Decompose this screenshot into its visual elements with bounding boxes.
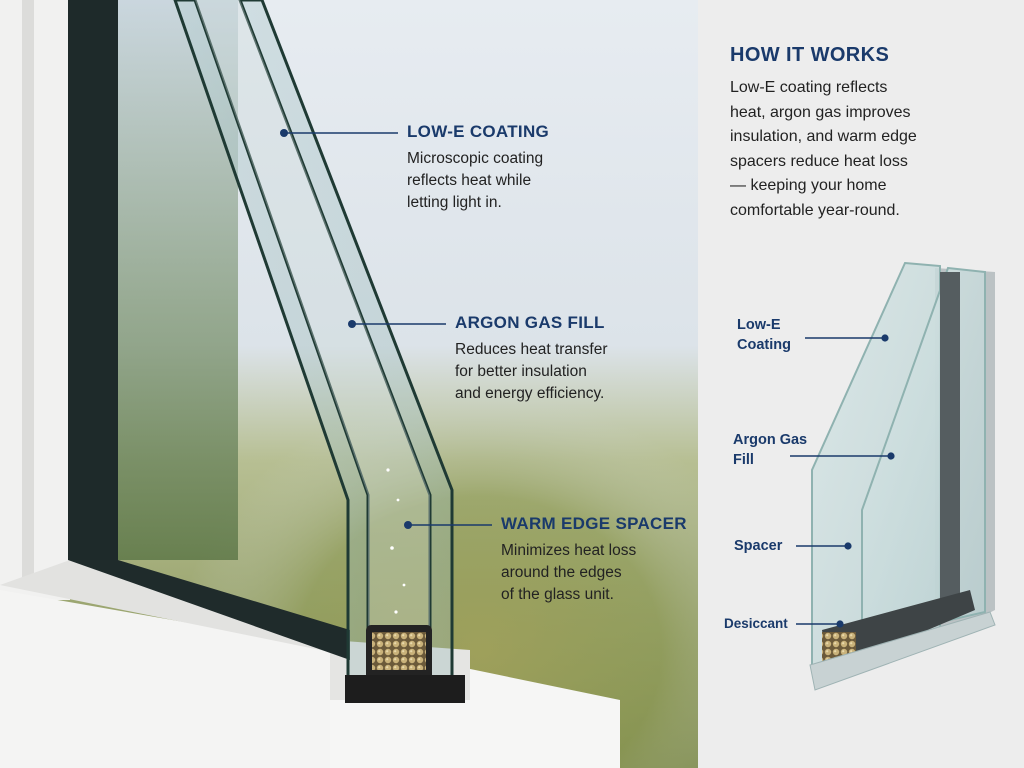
window-frame-inner-edge	[22, 0, 34, 580]
panel-body-line: insulation, and warm edge	[730, 128, 917, 145]
window-sill-top	[0, 560, 345, 655]
callout-argon: ARGON GAS FILL Reduces heat transfer for…	[455, 313, 608, 405]
desiccant-beads	[372, 632, 426, 670]
callout-title: WARM EDGE SPACER	[501, 514, 687, 533]
callout-title: ARGON GAS FILL	[455, 313, 605, 332]
window-sash-bottom	[68, 560, 350, 660]
panel-body-line: Low-E coating reflects	[730, 79, 888, 96]
igu-spacer-side	[940, 272, 960, 615]
callout-desc-line: letting light in.	[407, 194, 502, 211]
callout-desc-line: reflects heat while	[407, 172, 532, 189]
diagram-dot-desiccant	[836, 620, 844, 628]
leader-dot-argon	[348, 320, 356, 328]
window-frame-left	[0, 0, 70, 600]
gas-bubble	[390, 546, 394, 550]
callout-desc-line: for better insulation	[455, 363, 587, 380]
argon-gap	[195, 0, 430, 640]
callout-desc-line: Microscopic coating	[407, 150, 544, 167]
callout-desc-line: and energy efficiency.	[455, 385, 605, 402]
diagram-label-argon: Argon Gas Fill	[733, 432, 808, 468]
panel-body-line: heat, argon gas improves	[730, 103, 911, 121]
callout-title: LOW-E COATING	[407, 122, 550, 141]
igu-frame-bottom	[809, 611, 996, 691]
callout-desc-line: of the glass unit.	[501, 586, 614, 603]
spacer-base	[345, 675, 465, 703]
diagram-dot-low-e	[881, 334, 889, 342]
gas-bubble	[394, 610, 398, 614]
diagram-label-spacer: Spacer	[734, 538, 783, 554]
leader-dot-spacer	[404, 521, 412, 529]
gas-bubble	[386, 468, 390, 472]
callout-desc-line: around the edges	[501, 564, 622, 581]
callout-description: Reduces heat transfer for better insulat…	[455, 339, 608, 405]
callout-spacer: WARM EDGE SPACER Minimizes heat loss aro…	[501, 514, 687, 606]
panel-body-line: — keeping your home	[730, 177, 887, 194]
diagram-label-low-e: Low-E Coating	[737, 317, 791, 353]
diagram-dot-spacer	[844, 542, 852, 550]
panel-body-line: comfortable year-round.	[730, 201, 900, 219]
panel-title: HOW IT WORKS	[730, 44, 890, 66]
callout-description: Minimizes heat loss around the edges of …	[501, 540, 687, 606]
window-sash-left	[68, 0, 118, 560]
callout-description: Microscopic coating reflects heat while …	[407, 148, 549, 214]
callout-low-e: LOW-E COATING Microscopic coating reflec…	[407, 122, 549, 214]
leader-dot-low-e	[280, 129, 288, 137]
gas-bubble	[402, 583, 406, 587]
callout-desc-line: Reduces heat transfer	[455, 341, 608, 358]
window-sill	[0, 590, 345, 768]
diagram-dot-argon	[887, 452, 895, 460]
panel-body: Low-E coating reflects heat, argon gas i…	[730, 76, 1000, 223]
panel-body-line: spacers reduce heat loss	[730, 152, 908, 170]
gas-bubble	[396, 498, 400, 502]
callout-desc-line: Minimizes heat loss	[501, 542, 637, 559]
diagram-label-desiccant: Desiccant	[724, 616, 788, 631]
